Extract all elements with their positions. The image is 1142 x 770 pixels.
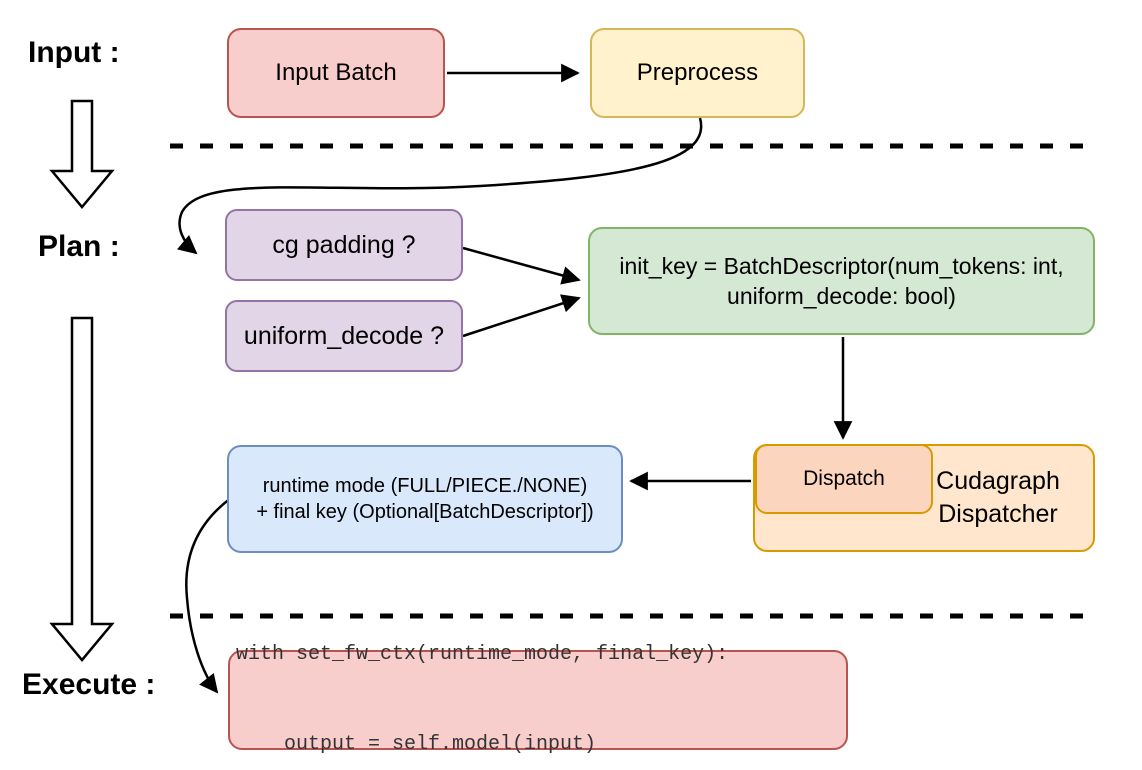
input-to-plan-arrow [49,99,115,209]
uniform-decode-label: uniform_decode ? [243,321,445,350]
init-key-node: init_key = BatchDescriptor(num_tokens: i… [588,227,1095,335]
execute-section-label: Execute : [22,668,156,701]
preprocess-label: Preprocess [636,59,759,86]
runtime-mode-line2: + final key (Optional[BatchDescriptor]) [256,501,594,523]
execute-code-line1: with set_fw_ctx(runtime_mode, final_key)… [236,643,729,666]
input-section-label: Input : [28,36,120,69]
uniform-decode-node: uniform_decode ? [225,300,463,372]
cg-padding-label: cg padding ? [272,230,416,259]
edge-cgpadding-initkey [462,246,581,285]
execute-code-line2: output = self.model(input) [236,733,597,756]
cg-padding-node: cg padding ? [225,209,463,281]
cudagraph-dispatcher-line1: Cudagraph [936,467,1060,495]
dispatch-label: Dispatch [803,467,885,490]
edge-uniformdecode-initkey [462,294,581,338]
dispatch-node: Dispatch [755,444,933,514]
cudagraph-dispatcher-line2: Dispatcher [938,500,1058,528]
edge-runtime-executecode [185,496,232,694]
input-batch-label: Input Batch [275,59,397,86]
init-key-line1: init_key = BatchDescriptor(num_tokens: i… [619,252,1064,279]
input-batch-node: Input Batch [227,28,445,118]
preprocess-node: Preprocess [590,28,805,118]
init-key-line2: uniform_decode: bool) [727,283,956,309]
execute-code-node: with set_fw_ctx(runtime_mode, final_key)… [228,643,848,756]
runtime-mode-node: runtime mode (FULL/PIECE./NONE) + final … [227,445,623,553]
plan-to-execute-arrow [49,316,115,662]
runtime-mode-line1: runtime mode (FULL/PIECE./NONE) [262,474,588,497]
plan-section-label: Plan : [38,230,120,263]
edge-preprocess-cgpadding [177,117,703,255]
